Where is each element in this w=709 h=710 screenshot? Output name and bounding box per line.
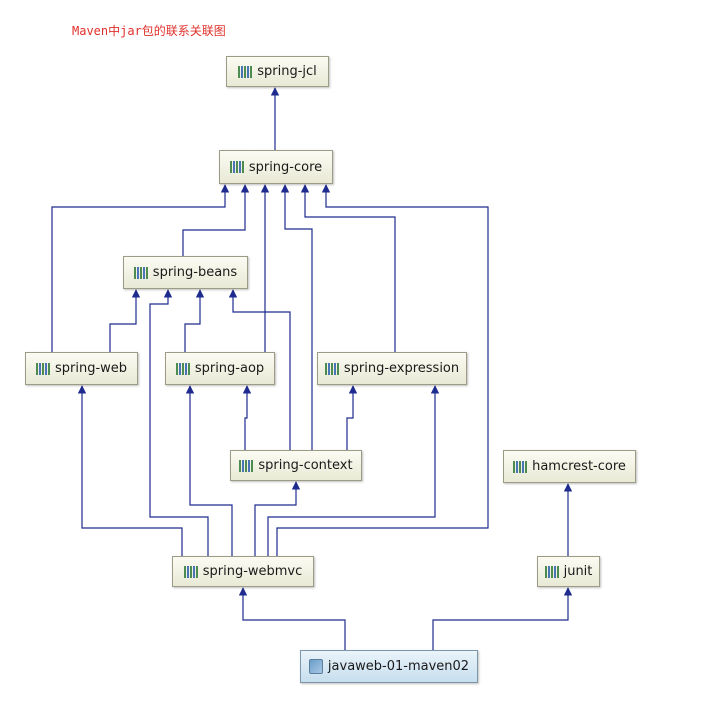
jar-icon bbox=[544, 565, 559, 578]
edge-root-junit bbox=[432, 587, 573, 650]
edge-context-expression bbox=[346, 385, 358, 450]
edge-web-core bbox=[51, 184, 230, 352]
edge-web-beans bbox=[109, 289, 141, 352]
node-spring-context[interactable]: spring-context bbox=[230, 450, 362, 481]
node-spring-beans[interactable]: spring-beans bbox=[123, 256, 248, 289]
edge-context-aop bbox=[242, 385, 252, 450]
node-hamcrest-core[interactable]: hamcrest-core bbox=[503, 450, 636, 483]
node-label: javaweb-01-maven02 bbox=[327, 659, 470, 674]
edge-webmvc-web bbox=[77, 385, 183, 556]
node-label: spring-jcl bbox=[257, 64, 317, 79]
node-spring-core[interactable]: spring-core bbox=[219, 150, 333, 184]
node-spring-web[interactable]: spring-web bbox=[25, 352, 138, 385]
jar-icon bbox=[229, 161, 244, 173]
jar-icon bbox=[133, 266, 148, 279]
node-root-project[interactable]: javaweb-01-maven02 bbox=[300, 650, 478, 683]
edge-aop-beans bbox=[184, 289, 205, 352]
node-spring-jcl[interactable]: spring-jcl bbox=[226, 56, 329, 87]
edge-webmvc-beans bbox=[149, 289, 209, 556]
jar-icon bbox=[175, 362, 190, 375]
edge-webmvc-context bbox=[254, 481, 301, 556]
node-spring-webmvc[interactable]: spring-webmvc bbox=[172, 556, 314, 587]
node-spring-expression[interactable]: spring-expression bbox=[317, 352, 467, 385]
jar-icon bbox=[239, 459, 254, 472]
jar-icon bbox=[238, 65, 253, 78]
node-label: spring-web bbox=[54, 361, 128, 376]
diagram-title: Maven中jar包的联系关联图 bbox=[72, 24, 226, 38]
node-label: spring-beans bbox=[152, 265, 238, 280]
edge-expression-core bbox=[300, 184, 396, 352]
edge-context-core bbox=[280, 184, 313, 450]
edge-webmvc-core bbox=[276, 184, 489, 556]
edge-beans-core bbox=[182, 184, 250, 256]
node-label: junit bbox=[563, 564, 593, 579]
node-junit[interactable]: junit bbox=[537, 556, 600, 587]
jar-icon bbox=[183, 565, 198, 578]
edge-context-beans bbox=[228, 289, 291, 450]
edge-webmvc-aop bbox=[185, 385, 233, 556]
edge-root-webmvc bbox=[238, 587, 346, 650]
node-label: spring-webmvc bbox=[202, 564, 303, 579]
node-label: spring-aop bbox=[194, 361, 265, 376]
node-spring-aop[interactable]: spring-aop bbox=[165, 352, 275, 385]
node-label: hamcrest-core bbox=[532, 459, 626, 474]
project-icon bbox=[308, 659, 323, 674]
node-label: spring-context bbox=[258, 458, 353, 473]
jar-icon bbox=[324, 362, 339, 375]
node-label: spring-core bbox=[248, 159, 323, 175]
edge-webmvc-expression bbox=[267, 385, 440, 556]
jar-icon bbox=[513, 460, 528, 473]
node-label: spring-expression bbox=[343, 361, 460, 376]
jar-icon bbox=[35, 362, 50, 375]
